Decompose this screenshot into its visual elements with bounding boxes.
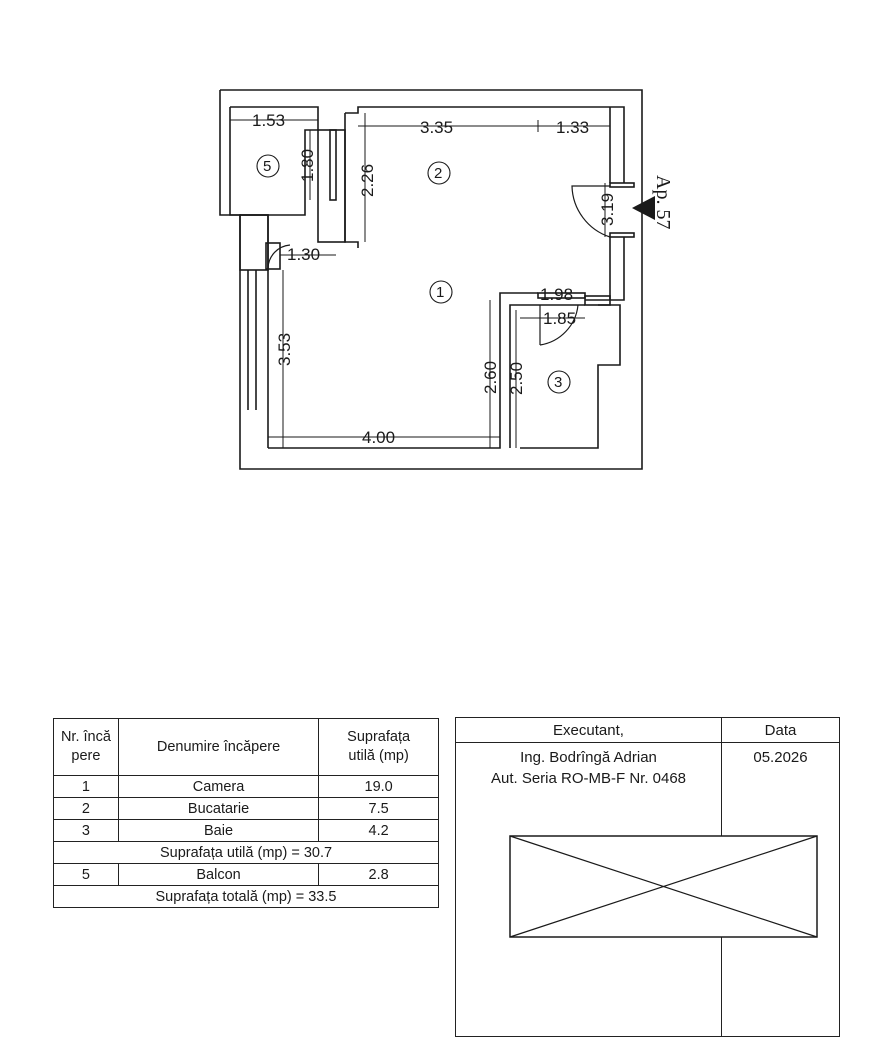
row-area: 7.5 [318,797,439,820]
header-name: Denumire încăpere [117,718,320,776]
dim-room-right-height: 2.60 [481,361,500,394]
dim-bath-height: 2.50 [507,362,526,395]
door-swings [267,185,611,346]
executant-box: Executant, Data Ing. Bodrîngă Adrian Aut… [455,717,840,1037]
row-area: 4.2 [318,819,439,842]
date-value: 05.2026 [753,749,808,766]
row-area: 2.8 [318,863,439,886]
useful-total: Suprafața utilă (mp) = 30.7 [53,841,439,864]
dim-room-height: 3.53 [275,333,294,366]
table-row: 1 Camera 19.0 [53,775,439,798]
date-header: Data [764,722,797,739]
row-name: Balcon [117,863,320,886]
dim-kitchen-height: 2.26 [358,164,377,197]
authorization-number: Aut. Seria RO-MB-F Nr. 0468 [490,770,687,787]
dim-kitchen-right: 1.33 [556,118,589,137]
row-name: Baie [117,819,320,842]
dim-balcony-door: 1.30 [287,245,320,264]
table-row: 2 Bucatarie 7.5 [53,797,439,820]
room-marker-2: 2 [434,165,442,182]
row-area: 19.0 [318,775,439,798]
dim-balcony-width: 1.53 [252,111,285,130]
dim-bath-inner: 1.85 [543,309,576,328]
row-name: Camera [117,775,320,798]
apartment-label: Ap. 57 [652,175,674,229]
dim-room-width: 4.00 [362,428,395,447]
room-markers [256,154,571,394]
room-marker-1: 1 [436,284,444,301]
dim-bath-top: 1.98 [540,285,573,304]
row-name: Bucatarie [117,797,320,820]
row-nr: 3 [53,819,119,842]
engineer-name: Ing. Bodrîngă Adrian [520,749,657,766]
grand-total-row: Suprafața totală (mp) = 33.5 [53,885,439,908]
floor-plan: 1.53 3.35 1.33 1.30 4.00 1.98 1.85 1.80 … [219,89,674,470]
row-nr: 5 [53,863,119,886]
row-nr: 1 [53,775,119,798]
entrance-arrow-icon [632,196,655,220]
table-row: 5 Balcon 2.8 [53,863,439,886]
header-divider [456,742,839,743]
room-marker-3: 3 [554,374,562,391]
table-row: 3 Baie 4.2 [53,819,439,842]
useful-total-row: Suprafața utilă (mp) = 30.7 [53,841,439,864]
room-marker-5: 5 [263,158,271,175]
dim-entry: 3.19 [598,193,617,226]
stamp-placeholder-box [509,835,818,938]
grand-total: Suprafața totală (mp) = 33.5 [53,885,439,908]
row-nr: 2 [53,797,119,820]
dim-kitchen-width: 3.35 [420,118,453,137]
walls [219,89,643,470]
dim-balcony-depth: 1.80 [298,149,317,182]
dimension-lines [230,113,610,448]
executant-header: Executant, [553,722,624,739]
